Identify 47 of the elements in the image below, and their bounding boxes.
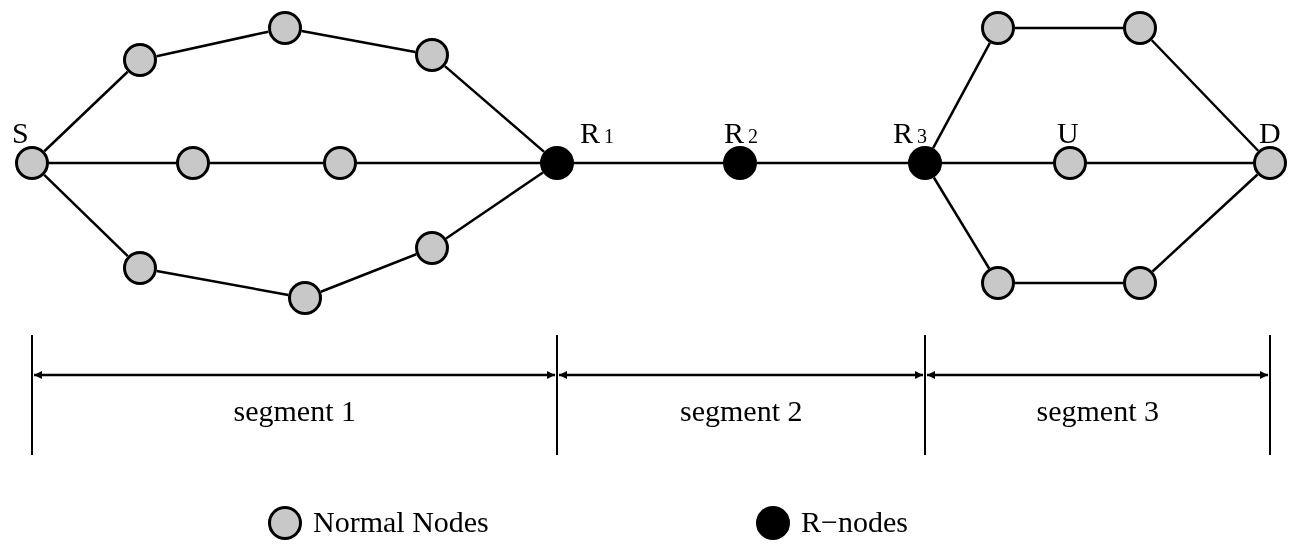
- link-line: [156, 30, 269, 58]
- filled-node-circle: [908, 146, 942, 180]
- link-line: [156, 269, 289, 297]
- node-circle: [415, 38, 449, 72]
- link-line: [43, 173, 129, 258]
- node-label: U: [1057, 118, 1079, 148]
- link-line: [301, 29, 416, 54]
- node-circle: [268, 11, 302, 45]
- node-circle: [981, 11, 1015, 45]
- link-line: [942, 161, 1053, 165]
- segment-label: segment 3: [1036, 396, 1159, 426]
- node-circle: [1123, 11, 1157, 45]
- node-circle: [415, 231, 449, 265]
- link-line: [1087, 161, 1253, 165]
- node-label: S: [12, 118, 29, 148]
- link-line: [357, 161, 540, 165]
- filled-node-circle: [723, 146, 757, 180]
- node-circle: [288, 281, 322, 315]
- link-line: [43, 70, 129, 153]
- segment-label: segment 1: [233, 396, 356, 426]
- link-line: [932, 176, 991, 270]
- link-line: [574, 161, 723, 165]
- node-label: D: [1259, 118, 1281, 148]
- node-circle: [323, 146, 357, 180]
- node-circle: [15, 146, 49, 180]
- node-circle: [123, 251, 157, 285]
- node-circle: [1253, 146, 1287, 180]
- link-line: [320, 253, 417, 293]
- link-line: [757, 161, 908, 165]
- link-line: [1015, 26, 1123, 30]
- link-line: [210, 161, 323, 165]
- legend-label: R−nodes: [801, 507, 908, 537]
- node-circle: [123, 43, 157, 77]
- link-line: [1015, 281, 1123, 285]
- node-circle: [1123, 266, 1157, 300]
- link-line: [932, 42, 991, 149]
- link-line: [1151, 173, 1259, 273]
- filled-node-circle: [540, 146, 574, 180]
- node-circle: [981, 266, 1015, 300]
- node-circle: [176, 146, 210, 180]
- link-line: [445, 171, 544, 240]
- link-line: [444, 65, 545, 153]
- legend-label: Normal Nodes: [313, 507, 489, 537]
- node-circle: [1053, 146, 1087, 180]
- link-line: [1150, 39, 1260, 152]
- link-line: [49, 161, 176, 165]
- segment-label: segment 2: [680, 396, 803, 426]
